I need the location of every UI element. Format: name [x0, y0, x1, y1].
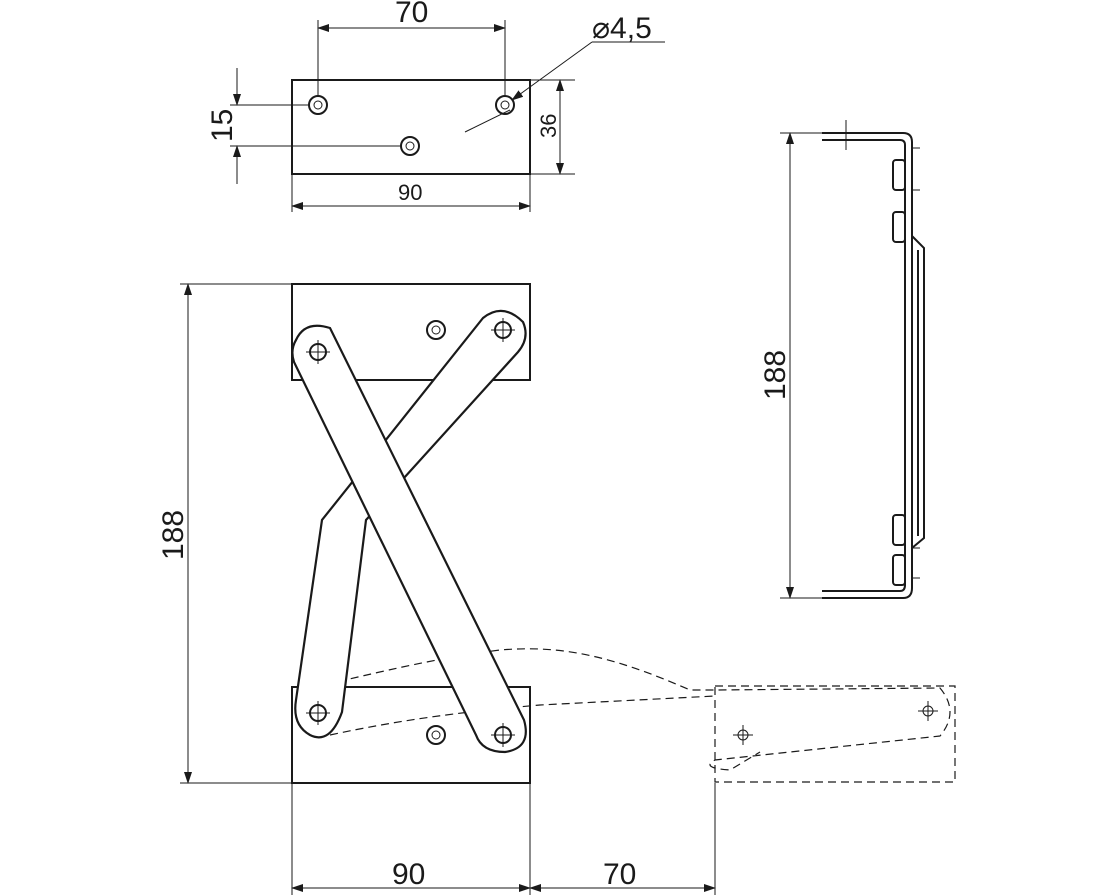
hole-icon: [426, 725, 446, 745]
top-plate: [291, 79, 531, 175]
upper-plate: [291, 283, 531, 381]
hole-icon: [495, 95, 515, 115]
dim-holes-spacing: 70: [395, 0, 428, 29]
front-dim-height: 188: [157, 510, 190, 560]
pivot-pin-icon: [491, 723, 515, 747]
pivot-pin-icon: [491, 318, 515, 342]
pivot-pin-icon: [306, 701, 330, 725]
front-view: 188 90 70: [157, 283, 956, 895]
lower-plate: [291, 686, 531, 784]
side-bracket: [822, 132, 913, 599]
pivot-pin-icon: [306, 340, 330, 364]
dim-height: 36: [536, 114, 561, 138]
side-view: 188: [759, 120, 925, 599]
dim-width: 90: [398, 180, 422, 205]
front-dim-extension: 70: [603, 858, 636, 891]
hole-icon: [426, 320, 446, 340]
side-dim-height: 188: [759, 350, 792, 400]
hole-icon: [308, 95, 328, 115]
dim-hole-diameter: ⌀4,5: [592, 12, 652, 45]
scissor-arm-rear: [294, 309, 527, 739]
scissor-arm-front: [291, 324, 527, 754]
dim-vertical-offset: 15: [206, 109, 239, 142]
hole-icon: [400, 136, 420, 156]
extended-position-outline: [299, 648, 951, 771]
front-dim-width: 90: [392, 858, 425, 891]
top-view: 70 15 36 90 ⌀4,5: [206, 0, 665, 212]
